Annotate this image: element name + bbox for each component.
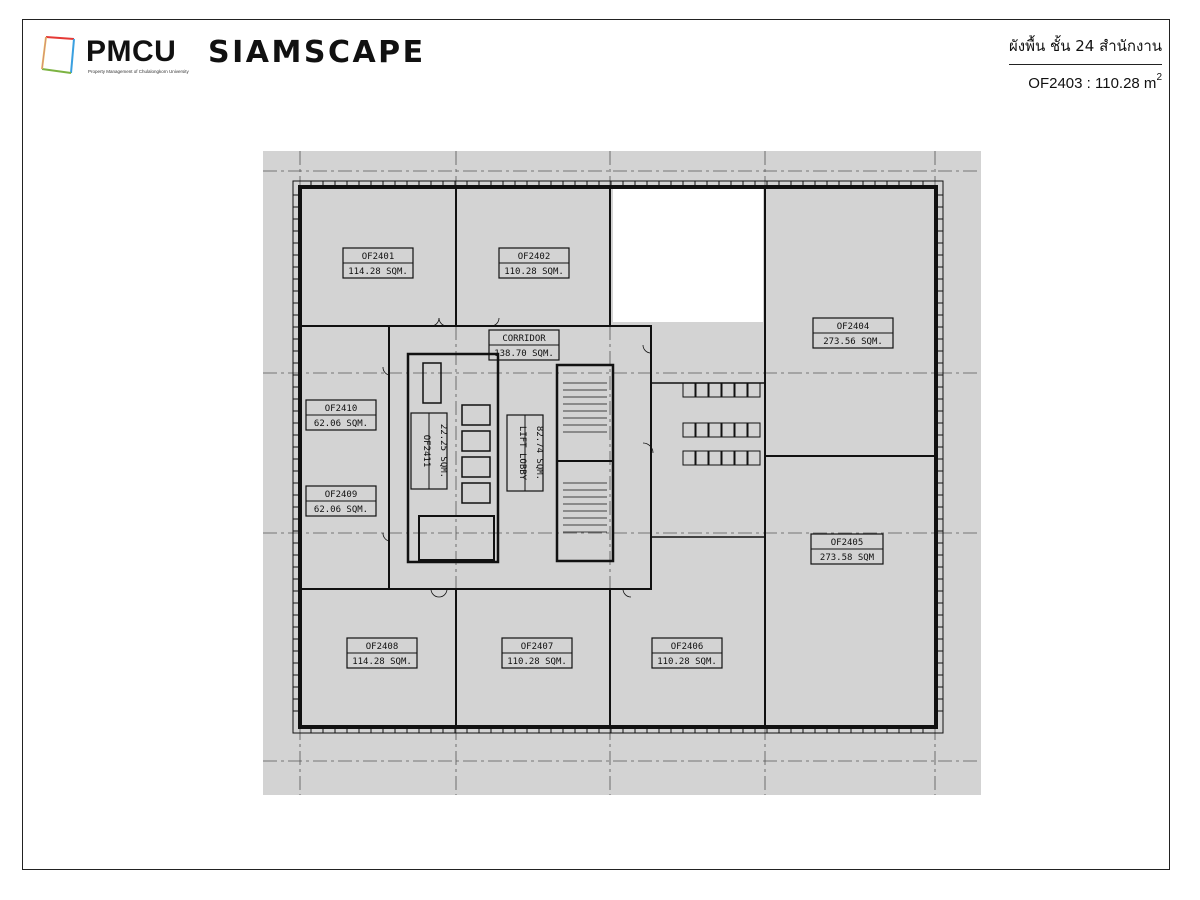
room-label-of2408: OF2408 114.28 SQM. bbox=[346, 637, 418, 669]
room-area: 62.06 SQM. bbox=[314, 419, 368, 429]
floor-plan-drawing: OF2401 114.28 SQM. OF2402 110.28 SQM. OF2404… bbox=[263, 151, 981, 795]
room-label-of2409: OF2409 62.06 SQM. bbox=[305, 485, 377, 517]
room-name: OF2411 bbox=[421, 435, 431, 468]
unit-code: OF2403 : 110.28 m bbox=[1028, 75, 1157, 92]
toilet-cubicles bbox=[650, 382, 766, 538]
room-label-of2401: OF2401 114.28 SQM. bbox=[342, 247, 414, 279]
room-label-of2410: OF2410 62.06 SQM. bbox=[305, 399, 377, 431]
room-area: 114.28 SQM. bbox=[348, 267, 408, 277]
unit-superscript: 2 bbox=[1156, 72, 1162, 83]
room-name: OF2407 bbox=[521, 642, 554, 652]
stair-treads bbox=[563, 382, 607, 533]
page-frame bbox=[22, 19, 1170, 870]
room-name: OF2401 bbox=[362, 252, 395, 262]
room-area: 138.70 SQM. bbox=[494, 349, 554, 359]
title-block: ผังพื้น ชั้น 24 สำนักงาน OF2403 : 110.28… bbox=[1009, 34, 1162, 92]
room-name: OF2406 bbox=[671, 642, 704, 652]
room-labels: OF2401 114.28 SQM. OF2402 110.28 SQM. OF2404… bbox=[305, 247, 894, 669]
room-name: OF2409 bbox=[325, 490, 358, 500]
floor-plan: OF2401 114.28 SQM. OF2402 110.28 SQM. OF2404… bbox=[263, 151, 981, 795]
room-name: OF2405 bbox=[831, 538, 864, 548]
room-name: OF2408 bbox=[366, 642, 399, 652]
floor-plan-title: ผังพื้น ชั้น 24 สำนักงาน bbox=[1009, 34, 1162, 65]
room-label-of2411: OF2411 22.25 SQM. bbox=[410, 412, 448, 490]
room-area: 114.28 SQM. bbox=[352, 657, 412, 667]
room-label-of2406: OF2406 110.28 SQM. bbox=[651, 637, 723, 669]
room-area: 82.74 SQM. bbox=[534, 426, 544, 480]
highlighted-unit-of2403 bbox=[613, 187, 763, 322]
room-name: OF2402 bbox=[518, 252, 551, 262]
room-name: CORRIDOR bbox=[502, 334, 546, 344]
room-area: 110.28 SQM. bbox=[657, 657, 717, 667]
pmcu-tagline: Property Management of Chulalongkorn Uni… bbox=[88, 69, 189, 74]
pmcu-logo-icon bbox=[41, 36, 75, 74]
room-area: 273.58 SQM bbox=[820, 553, 875, 563]
room-name: OF2410 bbox=[325, 404, 358, 414]
door-swings bbox=[382, 317, 654, 598]
room-label-of2404: OF2404 273.56 SQM. bbox=[812, 317, 894, 349]
room-area: 110.28 SQM. bbox=[504, 267, 564, 277]
room-label-lift-lobby: LIFT LOBBY 82.74 SQM. bbox=[506, 414, 544, 492]
siamscape-wordmark: SIAMSCAPE bbox=[208, 35, 426, 70]
room-name: LIFT LOBBY bbox=[517, 426, 527, 481]
room-area: 110.28 SQM. bbox=[507, 657, 567, 667]
room-label-of2407: OF2407 110.28 SQM. bbox=[501, 637, 573, 669]
room-area: 62.06 SQM. bbox=[314, 505, 368, 515]
room-label-of2405: OF2405 273.58 SQM bbox=[810, 533, 884, 565]
room-area: 22.25 SQM. bbox=[438, 424, 448, 478]
brand-logos: PMCU Property Management of Chulalongkor… bbox=[38, 33, 423, 81]
unit-area-label: OF2403 : 110.28 m2 bbox=[1009, 72, 1162, 92]
room-name: OF2404 bbox=[837, 322, 870, 332]
pmcu-wordmark: PMCU bbox=[86, 35, 177, 68]
lift-cars bbox=[422, 362, 491, 504]
room-label-of2402: OF2402 110.28 SQM. bbox=[498, 247, 570, 279]
room-area: 273.56 SQM. bbox=[823, 337, 883, 347]
room-label-corridor: CORRIDOR 138.70 SQM. bbox=[488, 329, 560, 361]
